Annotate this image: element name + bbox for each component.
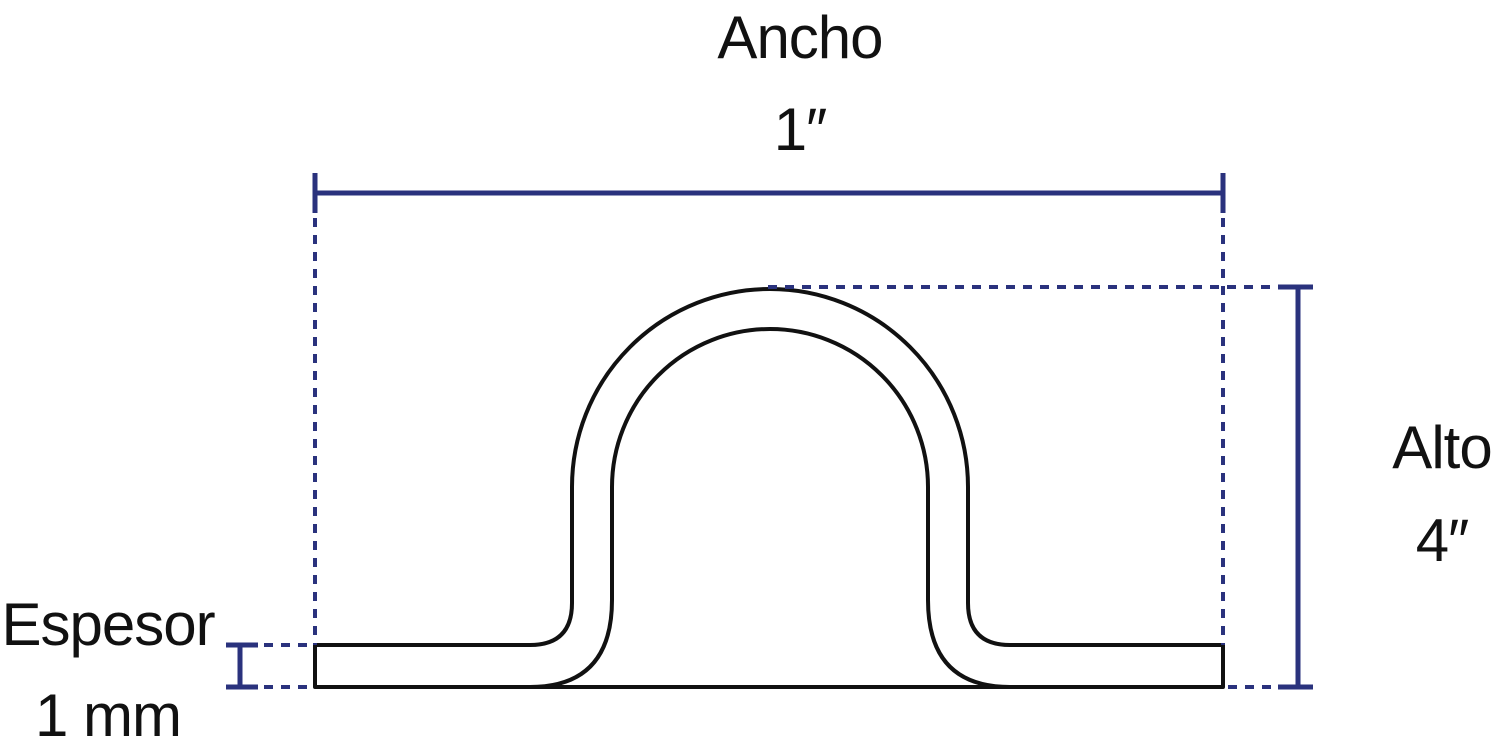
thickness-value: 1 mm	[35, 682, 181, 744]
thickness-title: Espesor	[1, 591, 214, 658]
width-dimension	[312, 173, 1226, 645]
strap-inner-arch	[610, 327, 930, 600]
height-title: Alto	[1392, 414, 1491, 481]
width-title: Ancho	[717, 4, 882, 71]
strap-outline	[313, 287, 1225, 689]
thickness-dimension	[226, 642, 312, 690]
width-value: 1″	[774, 96, 827, 163]
height-value: 4″	[1416, 507, 1469, 574]
height-dimension	[768, 284, 1313, 690]
